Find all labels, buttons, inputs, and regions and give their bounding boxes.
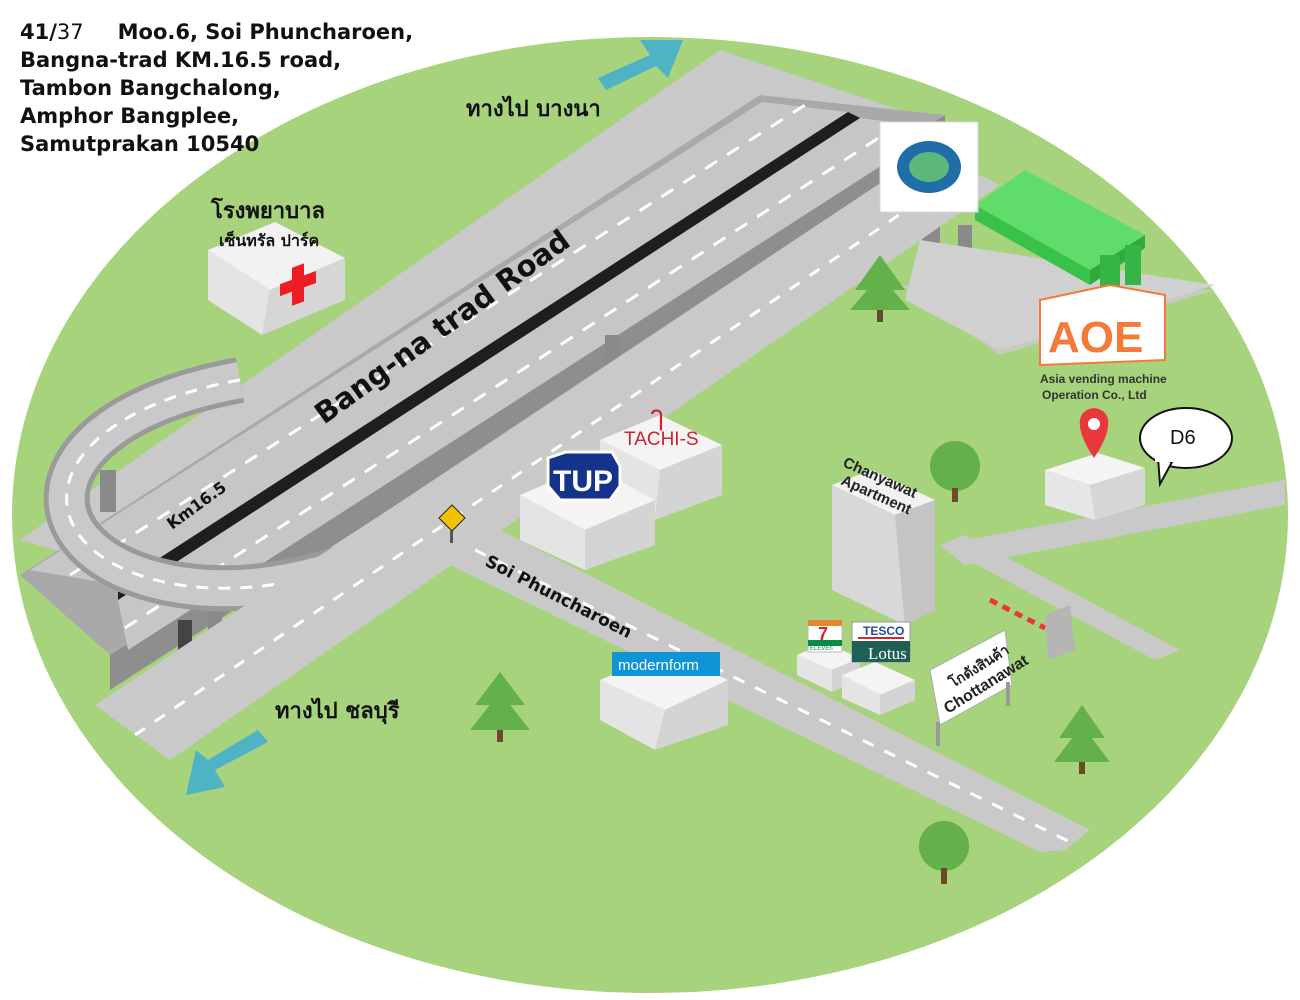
modernform-label: modernform <box>618 657 699 674</box>
to-bangna-label: ทางไป บางนา <box>466 95 601 122</box>
hospital-label-line1: โรงพยาบาล <box>210 197 325 224</box>
pine-tree-icon <box>470 672 530 742</box>
aoe-building: AOE <box>1039 283 1166 367</box>
pine-tree-icon <box>850 255 910 322</box>
tesco-lotus-store <box>842 621 915 715</box>
barrier-gate <box>988 597 1047 631</box>
address-block: 41/37 Moo.6, Soi Phuncharoen, Bangna-trad… <box>20 18 413 158</box>
highway-lane-upper <box>30 102 848 585</box>
highway-pillar <box>605 335 619 367</box>
address-number-light: 37 <box>56 20 84 44</box>
tachi-s-logo-icon: ๅ <box>650 399 664 432</box>
address-line5: Samutprakan 10540 <box>20 132 260 156</box>
pine-tree-icon <box>1054 705 1110 774</box>
arrow-to-chonburi-icon <box>186 730 268 795</box>
tachi-s-label: TACHI-S <box>624 429 699 450</box>
tup-building <box>520 450 655 570</box>
round-tree-icon <box>930 441 980 502</box>
tup-label: TUP <box>553 465 613 498</box>
arrow-to-bangna-icon <box>598 40 683 90</box>
location-pin-icon <box>1079 408 1109 458</box>
side-road <box>940 535 1180 660</box>
seven-eleven-number: 7 <box>818 624 828 644</box>
d6-label: D6 <box>1170 427 1196 449</box>
company-name-line1: Asia vending machine <box>1040 372 1167 386</box>
soi-road-dash <box>474 548 1071 844</box>
tup-logo-icon <box>546 450 622 502</box>
to-chonburi-label: ทางไป ชลบุรี <box>275 697 400 725</box>
lotus-label: Lotus <box>868 644 907 663</box>
seven-eleven-sub: ELEVEn <box>810 646 833 652</box>
address-number-bold: 41/ <box>20 20 57 44</box>
modernform-sign <box>612 652 720 676</box>
modernform-building <box>600 652 728 750</box>
aoe-logo-text: AOE <box>1048 313 1143 362</box>
company-name-line2: Operation Co., Ltd <box>1042 388 1147 402</box>
side-road <box>940 480 1285 565</box>
round-tree-icon <box>919 821 969 884</box>
address-line1: Moo.6, Soi Phuncharoen, <box>117 20 414 44</box>
tesco-label: TESCO <box>863 624 904 638</box>
highway-pillar <box>100 470 116 512</box>
highway-pillar <box>178 620 192 650</box>
address-line2: Bangna-trad KM.16.5 road, <box>20 48 342 72</box>
hospital-label-line2: เซ็นทรัล ปาร์ค <box>219 229 319 250</box>
u-turn-sign-pole <box>450 531 453 543</box>
address-line4: Amphor Bangplee, <box>20 104 240 128</box>
d6-speech-bubble <box>1139 407 1233 488</box>
gate-booth <box>1045 605 1075 660</box>
chanyawat-apartment <box>832 470 935 625</box>
address-line3: Tambon Bangchalong, <box>20 76 281 100</box>
hospital-building <box>208 222 345 335</box>
destination-building <box>1045 453 1145 520</box>
warehouse-sign <box>929 629 1013 746</box>
u-turn-ramp-dash <box>65 378 446 590</box>
highway-lane-lower <box>118 118 940 650</box>
highway-divider <box>118 112 860 600</box>
